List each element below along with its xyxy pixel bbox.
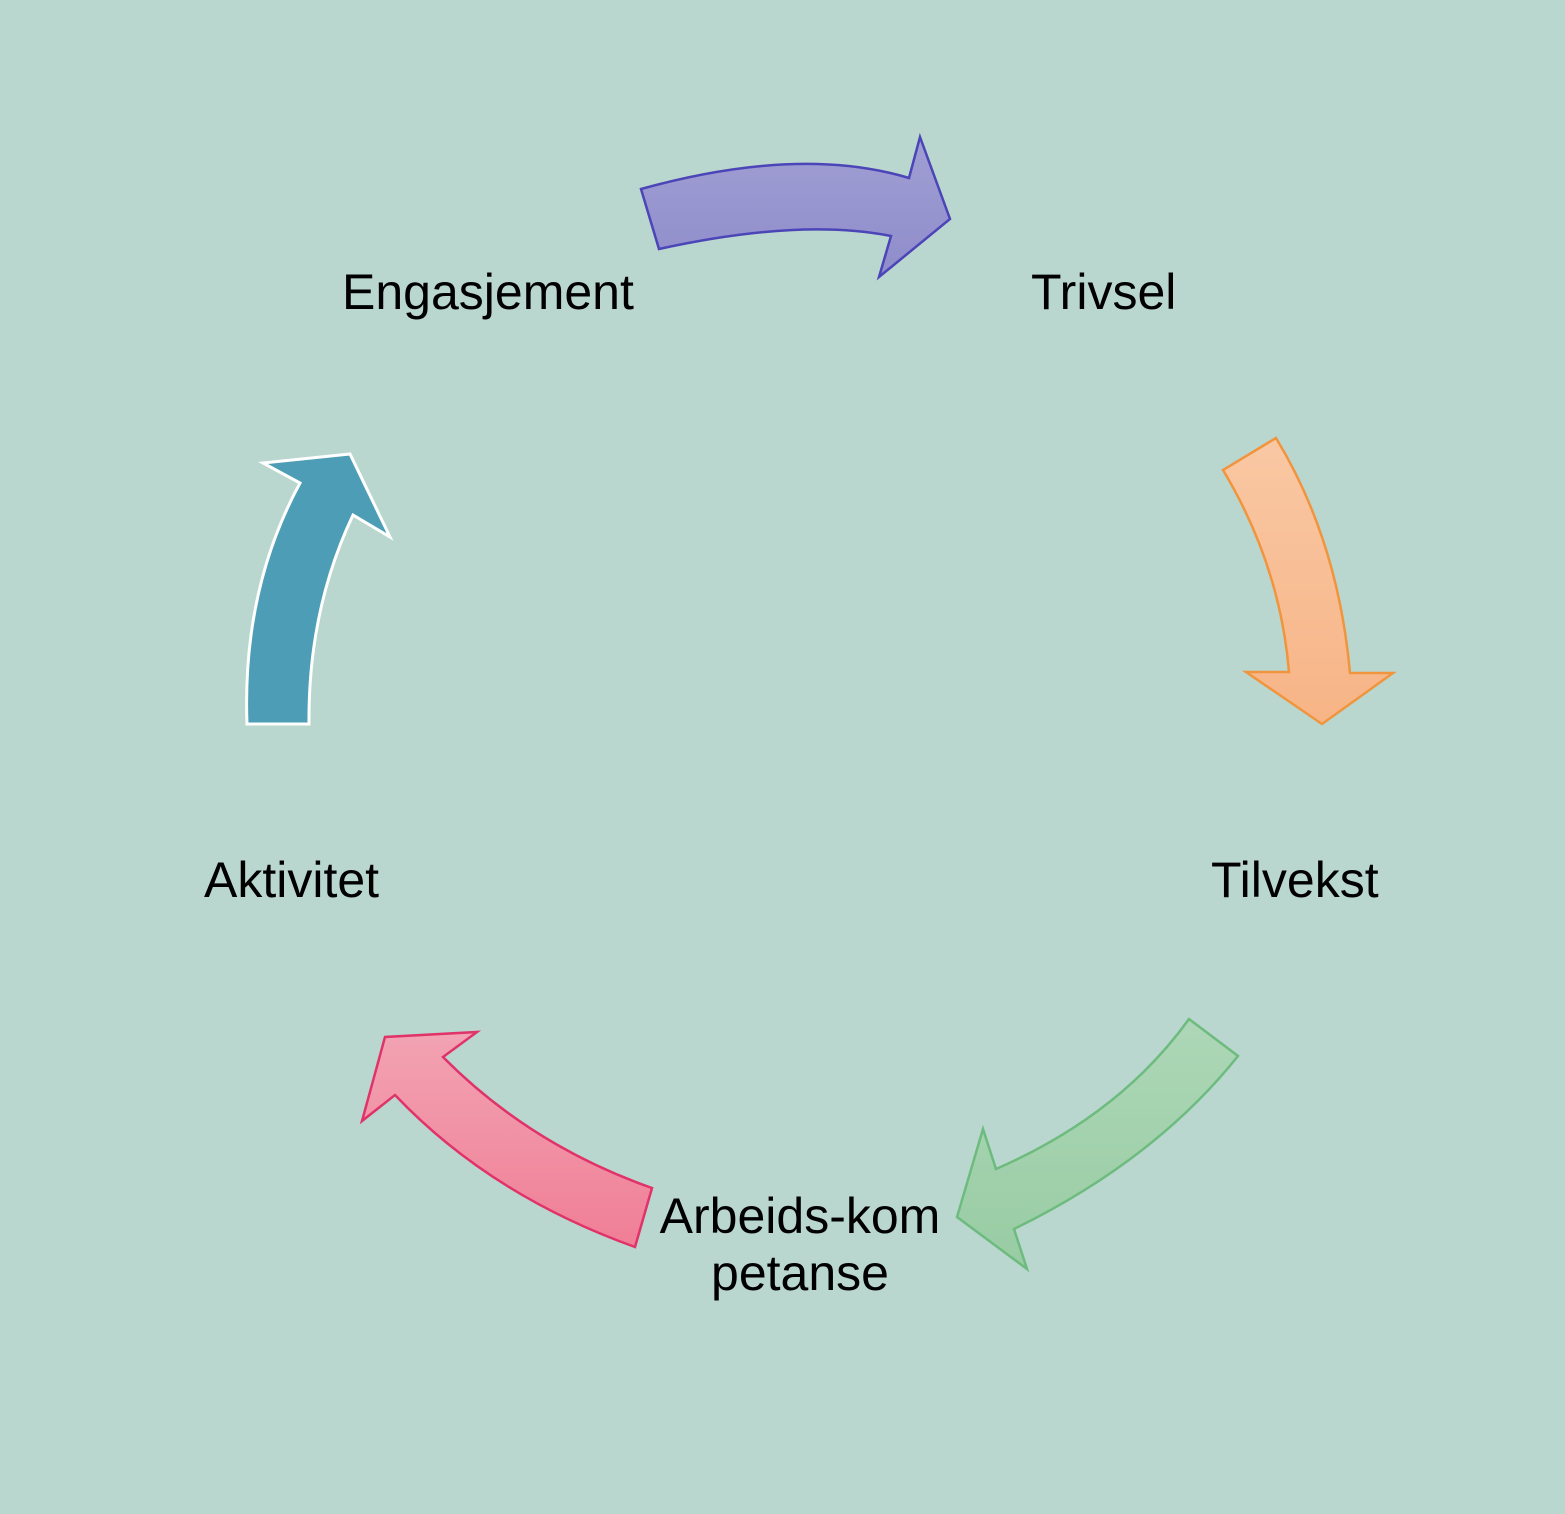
arrow-engasjement-to-trivsel [639,132,952,281]
arrow-arbeidskompetanse-to-aktivitet [359,1030,654,1249]
node-label-arbeidskompetanse-line2: petanse [711,1245,889,1301]
node-label-tilvekst: Tilvekst [1211,852,1379,908]
arrow-tilvekst-to-arbeidskompetanse [955,1017,1240,1273]
arrow-aktivitet-to-engasjement [245,452,394,726]
node-label-arbeidskompetanse: Arbeids-kom petanse [640,1188,960,1302]
node-label-trivsel: Trivsel [1031,264,1177,320]
node-label-arbeidskompetanse-line1: Arbeids-kom [659,1188,941,1244]
arrow-trivsel-to-tilvekst [1221,436,1397,726]
node-label-aktivitet: Aktivitet [204,852,380,908]
node-label-engasjement: Engasjement [342,264,634,320]
